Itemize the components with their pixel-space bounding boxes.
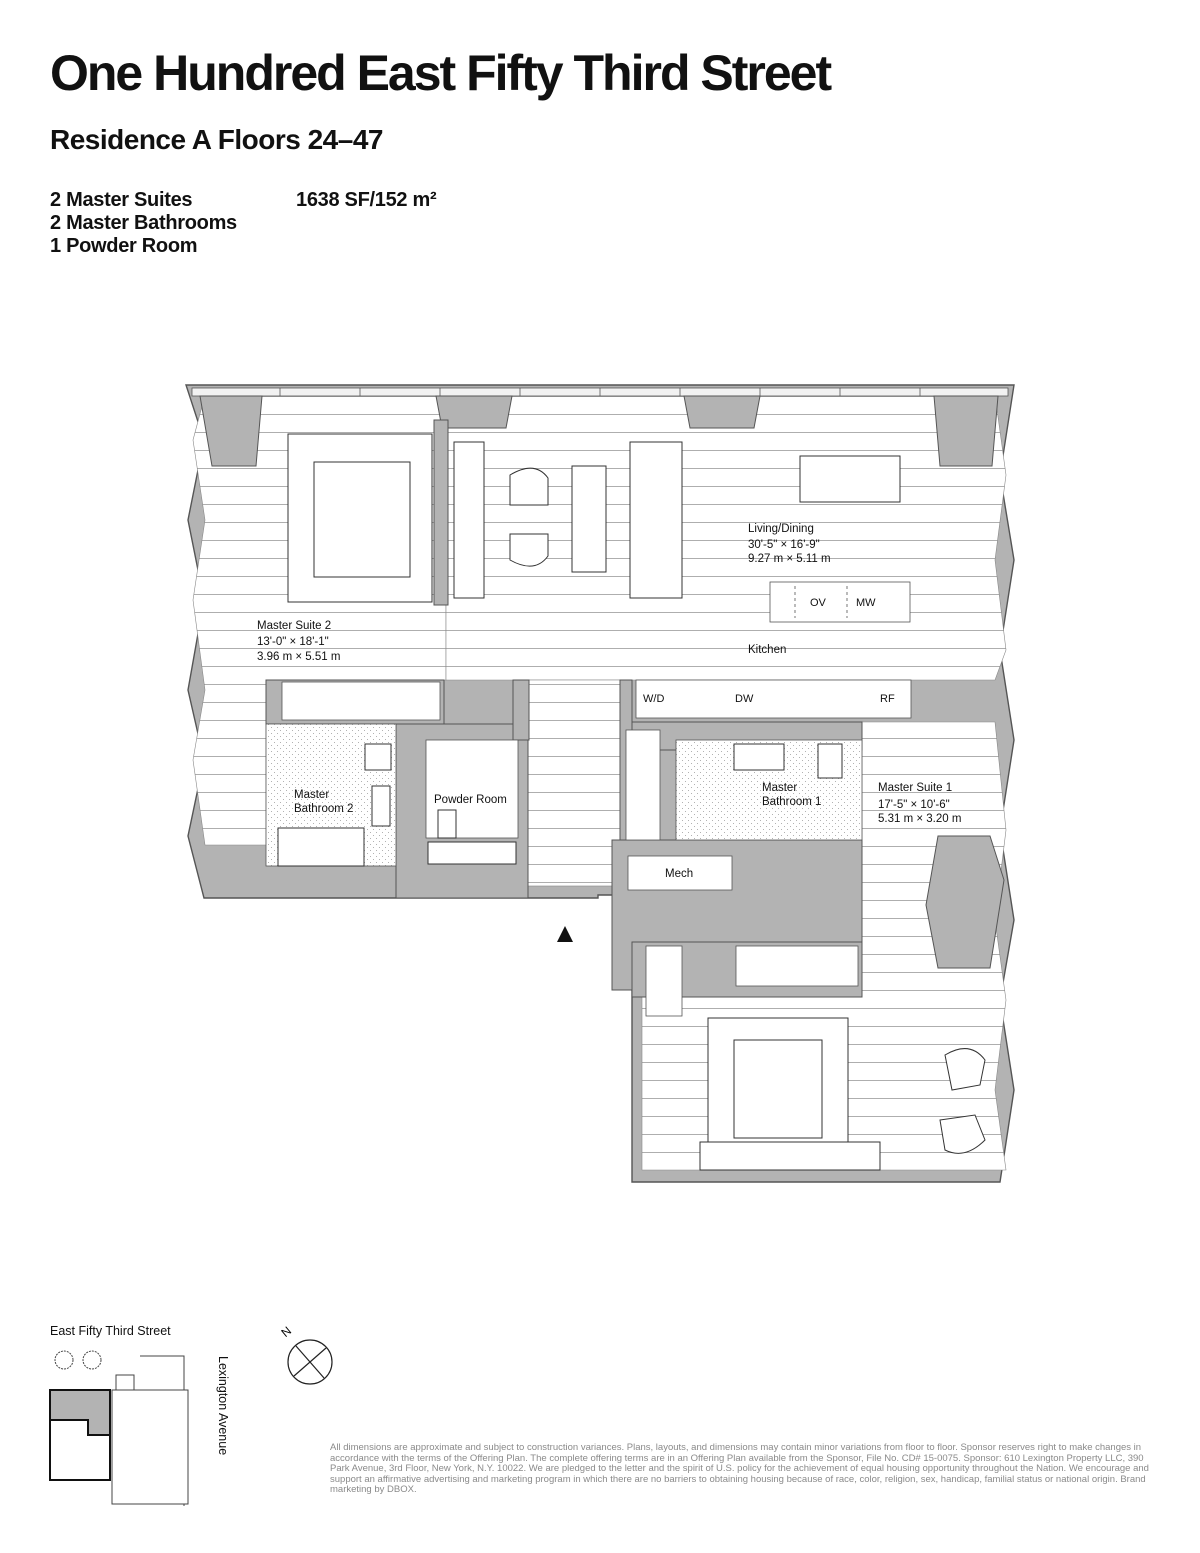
dishwasher-label: DW: [735, 693, 754, 705]
building-footprint-highlight: [49, 1389, 111, 1436]
master-bathroom-1-label-line2: Bathroom 1: [762, 796, 821, 808]
residence-subtitle: Residence A Floors 24–47: [50, 124, 383, 155]
site-avenue-label: Lexington Avenue: [216, 1356, 230, 1456]
living-dining-dim-metric: 9.27 m × 5.11 m: [748, 553, 831, 565]
tree-icon: [82, 1350, 102, 1370]
closet-suite2: [281, 681, 441, 721]
kitchen-label: Kitchen: [748, 644, 786, 656]
master-bathroom-2-label-line1: Master: [294, 789, 329, 801]
master-suite-2-label: Master Suite 2: [257, 620, 331, 632]
powder-room-label: Powder Room: [434, 794, 507, 806]
column-piers: [199, 395, 1005, 969]
closet-a: [625, 729, 661, 841]
floor-plan: Living/Dining 30'-5" × 16'-9" 9.27 m × 5…: [185, 384, 1015, 1183]
master-suite-2-dim-imperial: 13'-0" × 18'-1": [257, 636, 329, 648]
closet-b: [735, 945, 859, 987]
site-key-plan: [49, 1350, 189, 1506]
legal-disclaimer: All dimensions are approximate and subje…: [330, 1442, 1149, 1495]
oven-label: OV: [810, 597, 827, 609]
entry-arrow-icon: [557, 926, 573, 942]
north-label: N: [278, 1324, 294, 1340]
kitchen-counter: [635, 581, 912, 719]
mech-room: [627, 855, 733, 891]
area-label: 1638 SF/152 m²: [296, 189, 437, 211]
microwave-label: MW: [856, 597, 876, 609]
site-street-label: East Fifty Third Street: [50, 1324, 171, 1338]
feature-master-bathrooms: 2 Master Bathrooms: [50, 212, 237, 234]
page-title: One Hundred East Fifty Third Street: [50, 45, 832, 101]
tree-icon: [54, 1350, 74, 1370]
refrigerator-label: RF: [880, 693, 895, 705]
living-dining-label: Living/Dining: [748, 523, 814, 535]
master-bathroom-2-label-line2: Bathroom 2: [294, 803, 353, 815]
furniture: [277, 433, 986, 1171]
master-suite-2-dim-metric: 3.96 m × 5.51 m: [257, 651, 340, 663]
master-suite-1-dim-imperial: 17'-5" × 10'-6": [878, 799, 950, 811]
living-dining-dim-imperial: 30'-5" × 16'-9": [748, 539, 820, 551]
feature-master-suites: 2 Master Suites: [50, 189, 193, 211]
washer-dryer-label: W/D: [643, 693, 664, 705]
master-suite-1-dim-metric: 5.31 m × 3.20 m: [878, 813, 961, 825]
window-strip: [191, 387, 1009, 397]
north-arrow-icon: N: [278, 1324, 333, 1385]
master-suite-1-label: Master Suite 1: [878, 782, 952, 794]
mech-label: Mech: [665, 868, 693, 880]
master-bathroom-1-label-line1: Master: [762, 782, 797, 794]
closet-c: [645, 945, 683, 1017]
feature-powder-room: 1 Powder Room: [50, 235, 198, 257]
